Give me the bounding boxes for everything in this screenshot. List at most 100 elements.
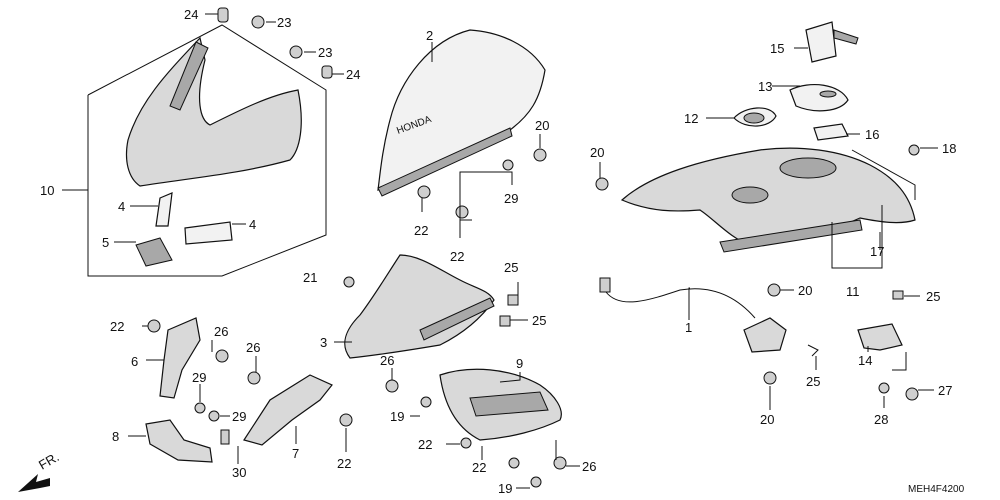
callout-24: 24 bbox=[184, 7, 198, 22]
diagram-code: MEH4F4200 bbox=[908, 484, 965, 495]
callout-4: 4 bbox=[118, 199, 125, 214]
callout-18: 18 bbox=[942, 141, 956, 156]
opener-cable-group bbox=[599, 277, 819, 385]
bolt-21 bbox=[343, 276, 355, 288]
callout-21: 21 bbox=[303, 270, 317, 285]
upper-cowl-group bbox=[87, 7, 333, 277]
part-hinge-14 bbox=[857, 323, 903, 351]
callout-6: 6 bbox=[131, 354, 138, 369]
callout-16: 16 bbox=[865, 127, 879, 142]
inner-cover-group bbox=[343, 254, 519, 359]
bolt-22a bbox=[417, 185, 431, 199]
callout-27: 27 bbox=[938, 383, 952, 398]
callout-15: 15 bbox=[770, 41, 784, 56]
callout-23: 23 bbox=[318, 45, 332, 60]
callout-29: 29 bbox=[232, 409, 246, 424]
clip-25a bbox=[892, 290, 904, 300]
bolt-18 bbox=[908, 144, 920, 156]
bolt-29c bbox=[208, 410, 220, 422]
bolt-26d bbox=[553, 456, 567, 470]
callout-3: 3 bbox=[320, 335, 327, 350]
bolt-23a bbox=[251, 15, 265, 29]
bolt-22f bbox=[508, 457, 520, 469]
callout-labels: 24 23 23 24 10 4 4 5 2 20 29 22 22 15 13… bbox=[40, 7, 965, 496]
callout-7: 7 bbox=[292, 446, 299, 461]
callout-19: 19 bbox=[498, 481, 512, 496]
bolt-20c bbox=[767, 283, 781, 297]
callout-1: 1 bbox=[685, 320, 692, 335]
bolt-19a bbox=[420, 396, 432, 408]
bolt-28 bbox=[878, 382, 890, 394]
callout-25: 25 bbox=[926, 289, 940, 304]
hinge-group bbox=[857, 323, 919, 401]
front-direction-marker: FR. bbox=[18, 449, 62, 492]
callout-25: 25 bbox=[532, 313, 546, 328]
callout-26: 26 bbox=[214, 324, 228, 339]
tank-cover-group bbox=[595, 21, 920, 300]
callout-14: 14 bbox=[858, 353, 872, 368]
group-frame-10 bbox=[87, 24, 327, 277]
bolt-22b bbox=[455, 205, 469, 219]
callout-17: 17 bbox=[870, 244, 884, 259]
bolt-20a bbox=[533, 148, 547, 162]
part-stay-4a bbox=[155, 192, 173, 227]
callout-22: 22 bbox=[472, 460, 486, 475]
bolt-30 bbox=[220, 429, 230, 445]
bolt-29b bbox=[194, 402, 206, 414]
part-inner-cover-3 bbox=[344, 254, 495, 359]
callout-26: 26 bbox=[246, 340, 260, 355]
part-lock-15 bbox=[805, 21, 837, 63]
callout-22: 22 bbox=[337, 456, 351, 471]
part-duct-7 bbox=[243, 374, 333, 446]
windscreen-group: HONDA bbox=[377, 29, 547, 219]
part-upper-cowl bbox=[125, 36, 302, 187]
bolt-20b bbox=[595, 177, 609, 191]
callout-25: 25 bbox=[806, 374, 820, 389]
part-cap-13 bbox=[789, 83, 849, 112]
bolt-26b bbox=[247, 371, 261, 385]
bolt-29a bbox=[502, 159, 514, 171]
callout-22: 22 bbox=[450, 249, 464, 264]
callout-23: 23 bbox=[277, 15, 291, 30]
front-marker-text: FR. bbox=[36, 449, 62, 472]
callout-29: 29 bbox=[504, 191, 518, 206]
brackets-group bbox=[145, 317, 353, 463]
part-tank-cover-11 bbox=[620, 147, 916, 246]
callout-20: 20 bbox=[590, 145, 604, 160]
callout-10: 10 bbox=[40, 183, 54, 198]
part-filler-opening bbox=[779, 157, 837, 179]
callout-9: 9 bbox=[516, 356, 523, 371]
leader-lines bbox=[62, 13, 938, 489]
callout-29: 29 bbox=[192, 370, 206, 385]
callout-11: 11 bbox=[846, 284, 860, 299]
bolt-22c bbox=[147, 319, 161, 333]
callout-12: 12 bbox=[684, 111, 698, 126]
part-bracket-6 bbox=[159, 317, 201, 399]
callout-5: 5 bbox=[102, 235, 109, 250]
bolt-23b bbox=[289, 45, 303, 59]
part-bracket-8 bbox=[145, 419, 213, 463]
part-bracket-16 bbox=[813, 123, 849, 141]
bolt-24a bbox=[217, 7, 229, 23]
part-pad-5 bbox=[135, 237, 173, 267]
callout-19: 19 bbox=[390, 409, 404, 424]
callout-20: 20 bbox=[535, 118, 549, 133]
bolt-19b bbox=[530, 476, 542, 488]
callout-26: 26 bbox=[582, 459, 596, 474]
bolt-26a bbox=[215, 349, 229, 363]
callout-20: 20 bbox=[798, 283, 812, 298]
bolt-22e bbox=[460, 437, 472, 449]
callout-22: 22 bbox=[414, 223, 428, 238]
clip-25c bbox=[499, 315, 511, 327]
callout-24: 24 bbox=[346, 67, 360, 82]
part-cowl-edge bbox=[169, 41, 209, 111]
callout-20: 20 bbox=[760, 412, 774, 427]
callout-28: 28 bbox=[874, 412, 888, 427]
bolt-26c bbox=[385, 379, 399, 393]
callout-22: 22 bbox=[110, 319, 124, 334]
part-opener bbox=[743, 317, 787, 353]
bolt-20d bbox=[763, 371, 777, 385]
clip-25b bbox=[507, 294, 519, 306]
part-cable-end bbox=[599, 277, 611, 293]
